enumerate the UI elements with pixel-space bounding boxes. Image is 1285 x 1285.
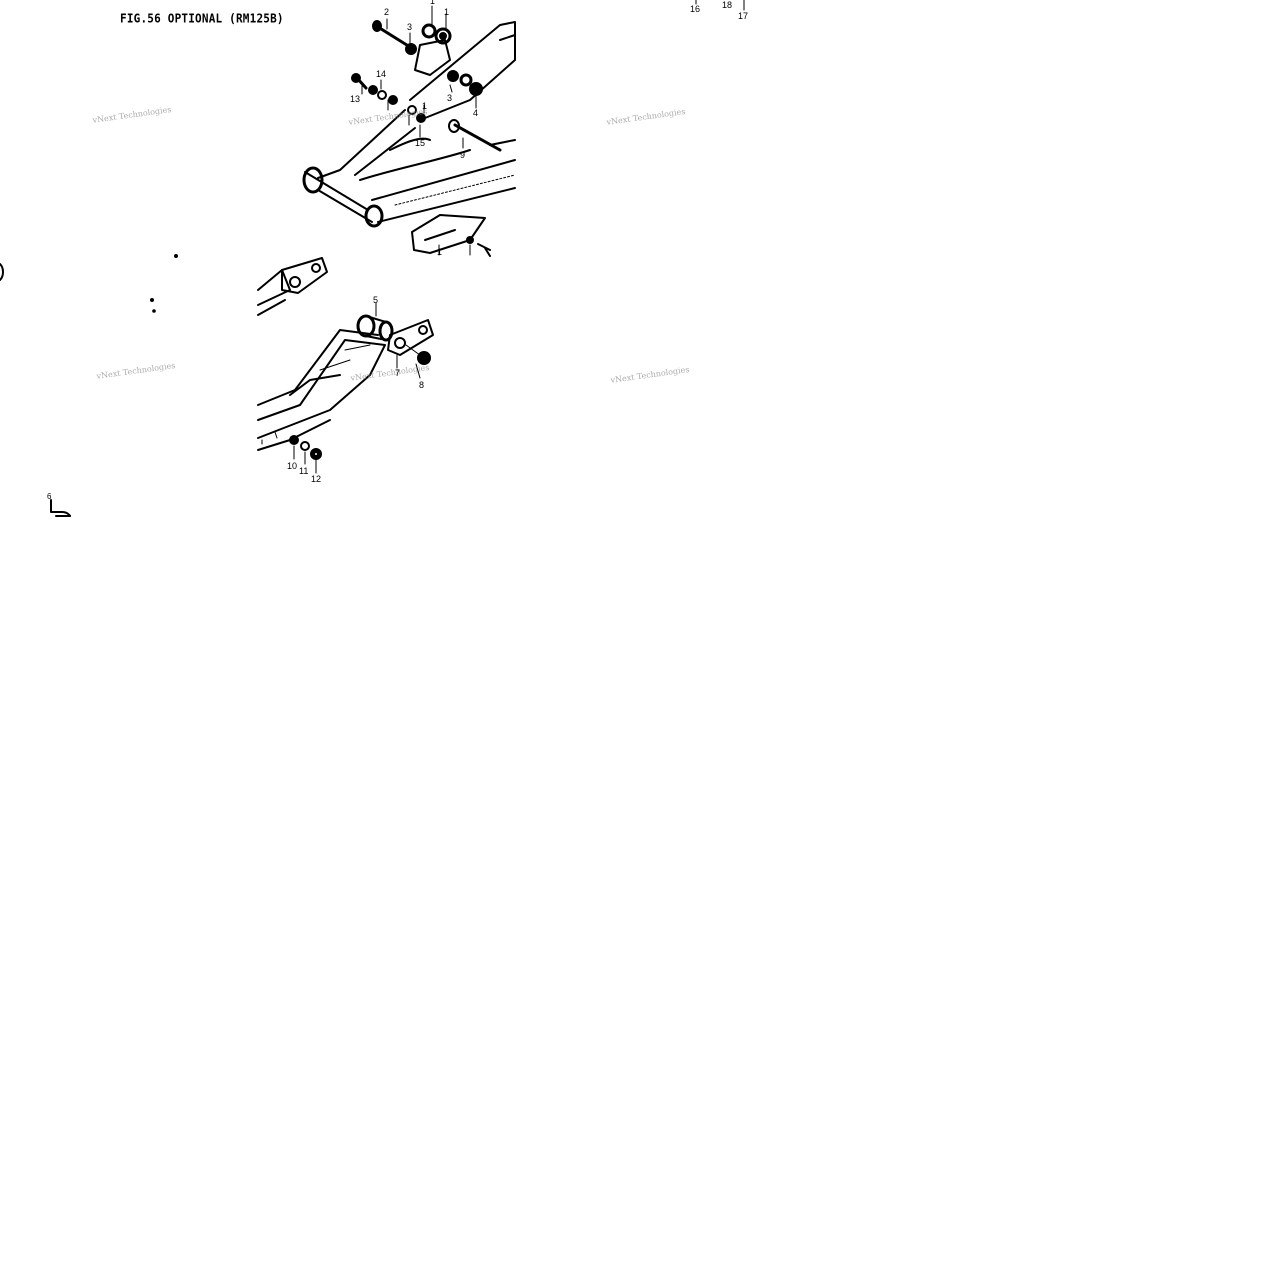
callout-5: 5	[373, 295, 379, 305]
callout-6: 6	[47, 492, 52, 501]
bolt-icon	[372, 20, 412, 49]
callout-18: 18	[722, 0, 733, 10]
callout-6: 6	[466, 235, 472, 245]
swingarm-lower	[257, 329, 386, 451]
callout-3: 3	[407, 22, 413, 32]
callout-2: 2	[384, 7, 390, 17]
callout-1: 1	[422, 101, 428, 111]
callout-15: 15	[415, 138, 426, 148]
swingarm-upper	[302, 21, 516, 228]
callout-13: 13	[350, 94, 361, 104]
callout-16: 16	[690, 4, 701, 14]
callout-1: 1	[437, 247, 443, 257]
callout-1: 1	[444, 7, 450, 17]
callout-17: 17	[738, 11, 749, 21]
callout-10: 10	[287, 461, 298, 471]
callout-11: 11	[299, 466, 309, 476]
chain-guide	[411, 214, 491, 257]
figure-title: FIG.56 OPTIONAL (RM125B)	[120, 11, 284, 26]
callout-12: 12	[311, 474, 322, 484]
callout-4: 4	[473, 108, 479, 118]
callout-3: 3	[447, 93, 453, 103]
callout-8: 8	[419, 380, 425, 390]
callout-1: 1	[430, 0, 436, 6]
callout-7: 7	[395, 368, 401, 378]
callout-9: 9	[460, 150, 466, 160]
callout-14: 14	[376, 69, 387, 79]
